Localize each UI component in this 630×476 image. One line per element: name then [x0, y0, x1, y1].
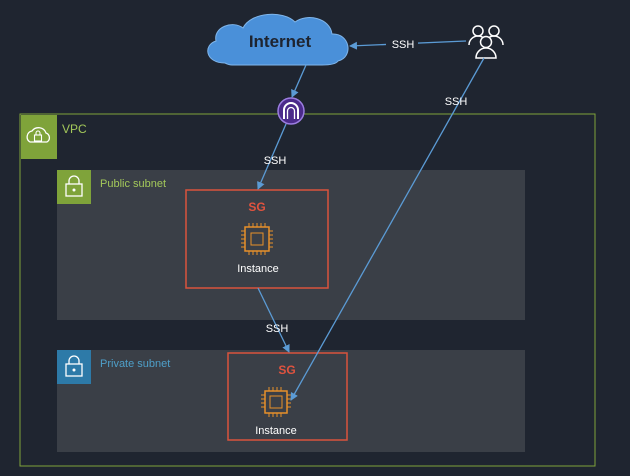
cloud-icon [207, 13, 349, 66]
private-subnet [57, 350, 525, 452]
internet-gateway-icon [277, 97, 305, 125]
arrow-gateway-to-public [257, 123, 287, 190]
public-subnet [57, 170, 525, 320]
public-subnet-label: Public subnet [100, 178, 166, 190]
public-instance-label: Instance [237, 263, 279, 275]
edge-label-public-private: SSH [266, 323, 289, 335]
arrow-internet-to-gateway [291, 64, 307, 98]
public-sg-label: SG [248, 200, 265, 214]
public-security-group [185, 189, 329, 289]
ec2-chip-icon [261, 387, 291, 417]
edge-label-gateway-public: SSH [264, 155, 287, 167]
vpc-label: VPC [62, 122, 87, 136]
users-icon [468, 25, 504, 59]
private-instance-label: Instance [255, 425, 297, 437]
private-subnet-lock-icon [57, 350, 91, 384]
private-security-group [227, 352, 348, 441]
edge-label-users-private: SSH [445, 96, 468, 108]
vpc-lock-icon [21, 115, 57, 159]
internet-label: Internet [249, 32, 312, 51]
private-subnet-label: Private subnet [100, 358, 170, 370]
vpc-container [19, 113, 596, 467]
arrow-public-to-private [257, 287, 290, 353]
public-subnet-lock-icon [57, 170, 91, 204]
edge-label-users-internet: SSH [392, 39, 415, 51]
ec2-chip-icon [241, 223, 273, 255]
private-sg-label: SG [278, 363, 295, 377]
arrow-users-to-private [290, 57, 485, 401]
